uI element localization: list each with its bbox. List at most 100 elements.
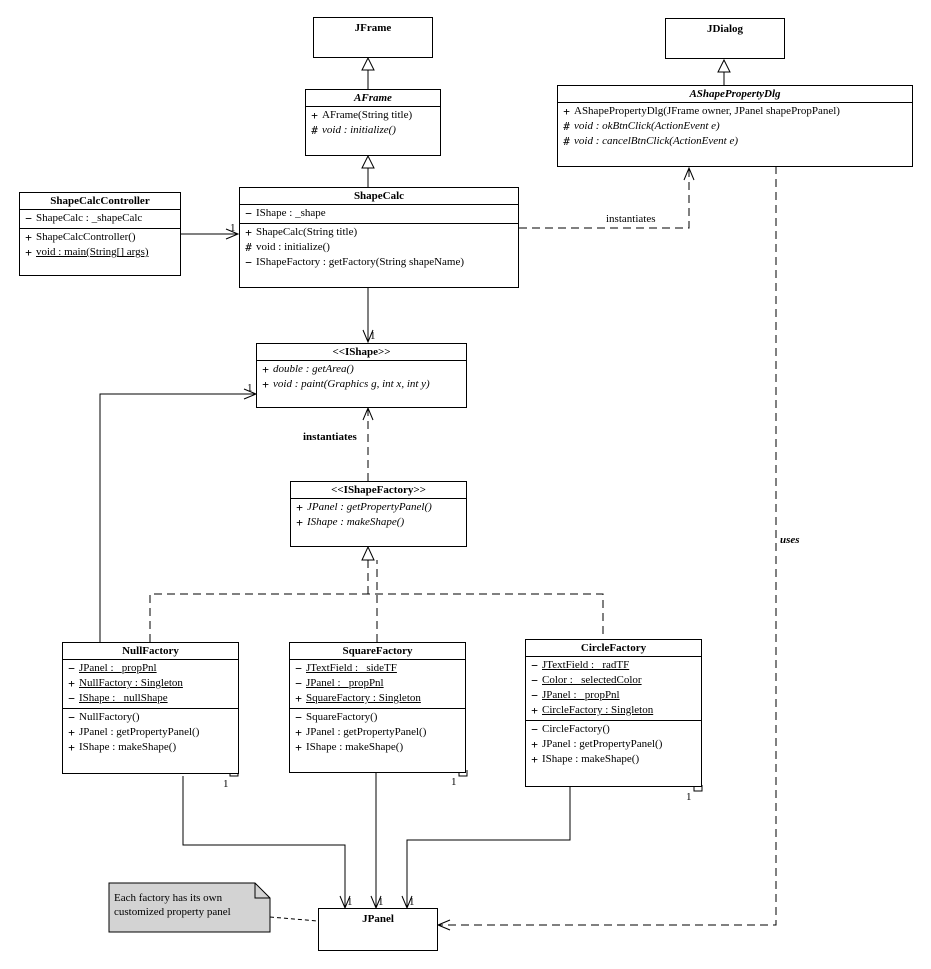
visibility-marker: − bbox=[531, 659, 538, 672]
visibility-marker: − bbox=[68, 692, 75, 705]
member-text: IShape : _nullShape bbox=[79, 692, 168, 704]
multiplicity-circle-self: 1 bbox=[686, 791, 692, 803]
visibility-marker: # bbox=[245, 241, 252, 254]
multiplicity-null-self: 1 bbox=[223, 778, 229, 790]
operations-section: +AShapePropertyDlg(JFrame owner, JPanel … bbox=[558, 102, 912, 151]
member-row: +void : paint(Graphics g, int x, int y) bbox=[259, 377, 464, 392]
member-text: JPanel : getPropertyPanel() bbox=[542, 738, 663, 750]
attributes-section: −IShape : _shape bbox=[240, 204, 518, 223]
operations-section: + ShapeCalc(String title) # void : initial… bbox=[240, 223, 518, 272]
member-text: IShapeFactory : getFactory(String shapeN… bbox=[256, 256, 465, 268]
member-text: IShape : makeShape() bbox=[307, 516, 405, 528]
multiplicity-square-jpanel: 1 bbox=[378, 896, 384, 908]
visibility-marker: + bbox=[311, 109, 318, 122]
realize-factories bbox=[149, 545, 604, 642]
visibility-marker: − bbox=[531, 689, 538, 702]
member-text: void : cancelBtnClick(ActionEvent e) bbox=[574, 135, 739, 147]
member-text: void : initialize() bbox=[256, 241, 330, 253]
member-text: IShape : _shape bbox=[256, 207, 326, 219]
attributes-section: −JPanel : _propPnl +NullFactory : Single… bbox=[63, 659, 238, 708]
member-row: −JPanel : _propPnl bbox=[65, 661, 236, 676]
visibility-marker: + bbox=[295, 741, 302, 754]
class-name: NullFactory bbox=[122, 645, 179, 657]
class-shapecalc[interactable]: ShapeCalc −IShape : _shape + ShapeCalc(St… bbox=[239, 187, 519, 288]
member-row: +JPanel : getPropertyPanel() bbox=[292, 725, 463, 740]
class-name: JDialog bbox=[706, 23, 744, 35]
dep-factory-ishape bbox=[362, 406, 374, 481]
class-jpanel[interactable]: JPanel bbox=[318, 908, 438, 951]
member-row: −IShape : _nullShape bbox=[65, 691, 236, 706]
visibility-marker: + bbox=[68, 677, 75, 690]
visibility-marker: − bbox=[245, 207, 252, 220]
member-row: −IShapeFactory : getFactory(String shape… bbox=[242, 255, 516, 270]
member-row: # void : cancelBtnClick(ActionEvent e) bbox=[560, 134, 910, 149]
class-name: SquareFactory bbox=[342, 645, 413, 657]
member-text: JPanel : getPropertyPanel() bbox=[79, 726, 200, 738]
member-row: +AFrame(String title) bbox=[308, 108, 438, 123]
visibility-marker: − bbox=[295, 677, 302, 690]
member-row: +JPanel : getPropertyPanel() bbox=[293, 500, 464, 515]
member-text: void : main(String[] args) bbox=[36, 246, 149, 258]
member-text: JPanel : getPropertyPanel() bbox=[306, 726, 427, 738]
operations-section: +AFrame(String title) #void : initialize… bbox=[306, 106, 440, 140]
member-row: # void : initialize() bbox=[242, 240, 516, 255]
class-circlefactory[interactable]: CircleFactory −JTextField : _radTF −Colo… bbox=[525, 639, 702, 787]
note-text: Each factory has its own customized prop… bbox=[108, 887, 268, 923]
member-text: ShapeCalc(String title) bbox=[256, 226, 358, 238]
member-row: −NullFactory() bbox=[65, 710, 236, 725]
visibility-marker: + bbox=[296, 516, 303, 529]
class-squarefactory[interactable]: SquareFactory −JTextField : _sideTF −JPa… bbox=[289, 642, 466, 773]
member-row: +IShape : makeShape() bbox=[65, 740, 236, 755]
class-name: JFrame bbox=[354, 22, 392, 34]
member-text: AShapePropertyDlg(JFrame owner, JPanel s… bbox=[574, 105, 840, 117]
interface-ishape[interactable]: <<IShape>> +double : getArea() +void : p… bbox=[256, 343, 467, 408]
note-line: Each factory has its own bbox=[114, 892, 223, 904]
member-row: −JPanel : _propPnl bbox=[528, 688, 699, 703]
visibility-marker: + bbox=[245, 226, 252, 239]
class-shapecalccontroller[interactable]: ShapeCalcController −ShapeCalc : _shapeC… bbox=[19, 192, 181, 276]
member-text: NullFactory() bbox=[79, 711, 140, 723]
class-ashapepropertydlg[interactable]: AShapePropertyDlg +AShapePropertyDlg(JFr… bbox=[557, 85, 913, 167]
class-name: CircleFactory bbox=[580, 642, 647, 654]
member-text: JPanel : getPropertyPanel() bbox=[307, 501, 432, 513]
multiplicity-circle-jpanel: 1 bbox=[409, 896, 415, 908]
visibility-marker: # bbox=[563, 135, 570, 148]
member-text: IShape : makeShape() bbox=[306, 741, 404, 753]
interface-ishapefactory[interactable]: <<IShapeFactory>> +JPanel : getPropertyP… bbox=[290, 481, 467, 547]
class-jdialog[interactable]: JDialog bbox=[665, 18, 785, 59]
member-row: + IShape : makeShape() bbox=[293, 515, 464, 530]
member-text: JTextField : _radTF bbox=[542, 659, 630, 671]
class-nullfactory[interactable]: NullFactory −JPanel : _propPnl +NullFact… bbox=[62, 642, 239, 774]
member-row: +AShapePropertyDlg(JFrame owner, JPanel … bbox=[560, 104, 910, 119]
multiplicity-null-ishape: 1 bbox=[247, 382, 253, 394]
member-text: JPanel : _propPnl bbox=[79, 662, 157, 674]
operations-section: +JPanel : getPropertyPanel() + IShape : m… bbox=[291, 498, 466, 532]
member-row: +SquareFactory : Singleton bbox=[292, 691, 463, 706]
member-row: +JPanel : getPropertyPanel() bbox=[65, 725, 236, 740]
multiplicity-square-self: 1 bbox=[451, 776, 457, 788]
label-instantiates-top: instantiates bbox=[606, 213, 656, 225]
inherit-shapecalc-aframe bbox=[361, 154, 375, 187]
note-line: customized property panel bbox=[114, 906, 231, 918]
class-name: ShapeCalc bbox=[353, 190, 405, 202]
member-text: IShape : makeShape() bbox=[542, 753, 640, 765]
class-jframe[interactable]: JFrame bbox=[313, 17, 433, 58]
member-text: JPanel : _propPnl bbox=[542, 689, 620, 701]
member-row: +NullFactory : Singleton bbox=[65, 676, 236, 691]
visibility-marker: − bbox=[531, 723, 538, 736]
self-assoc-square bbox=[458, 770, 468, 777]
multiplicity-null-jpanel: 1 bbox=[347, 896, 353, 908]
visibility-marker: − bbox=[25, 212, 32, 225]
class-name: ShapeCalcController bbox=[50, 195, 150, 207]
member-text: CircleFactory : Singleton bbox=[542, 704, 654, 716]
member-text: SquareFactory : Singleton bbox=[306, 692, 421, 704]
member-row: −JTextField : _radTF bbox=[528, 658, 699, 673]
visibility-marker: # bbox=[311, 124, 318, 137]
operations-section: −NullFactory() +JPanel : getPropertyPane… bbox=[63, 708, 238, 757]
class-name: <<IShape>> bbox=[332, 346, 391, 358]
visibility-marker: + bbox=[25, 231, 32, 244]
member-row: +void : main(String[] args) bbox=[22, 245, 178, 260]
member-row: +double : getArea() bbox=[259, 362, 464, 377]
label-instantiates-mid: instantiates bbox=[303, 431, 357, 443]
class-aframe[interactable]: AFrame +AFrame(String title) #void : ini… bbox=[305, 89, 441, 156]
